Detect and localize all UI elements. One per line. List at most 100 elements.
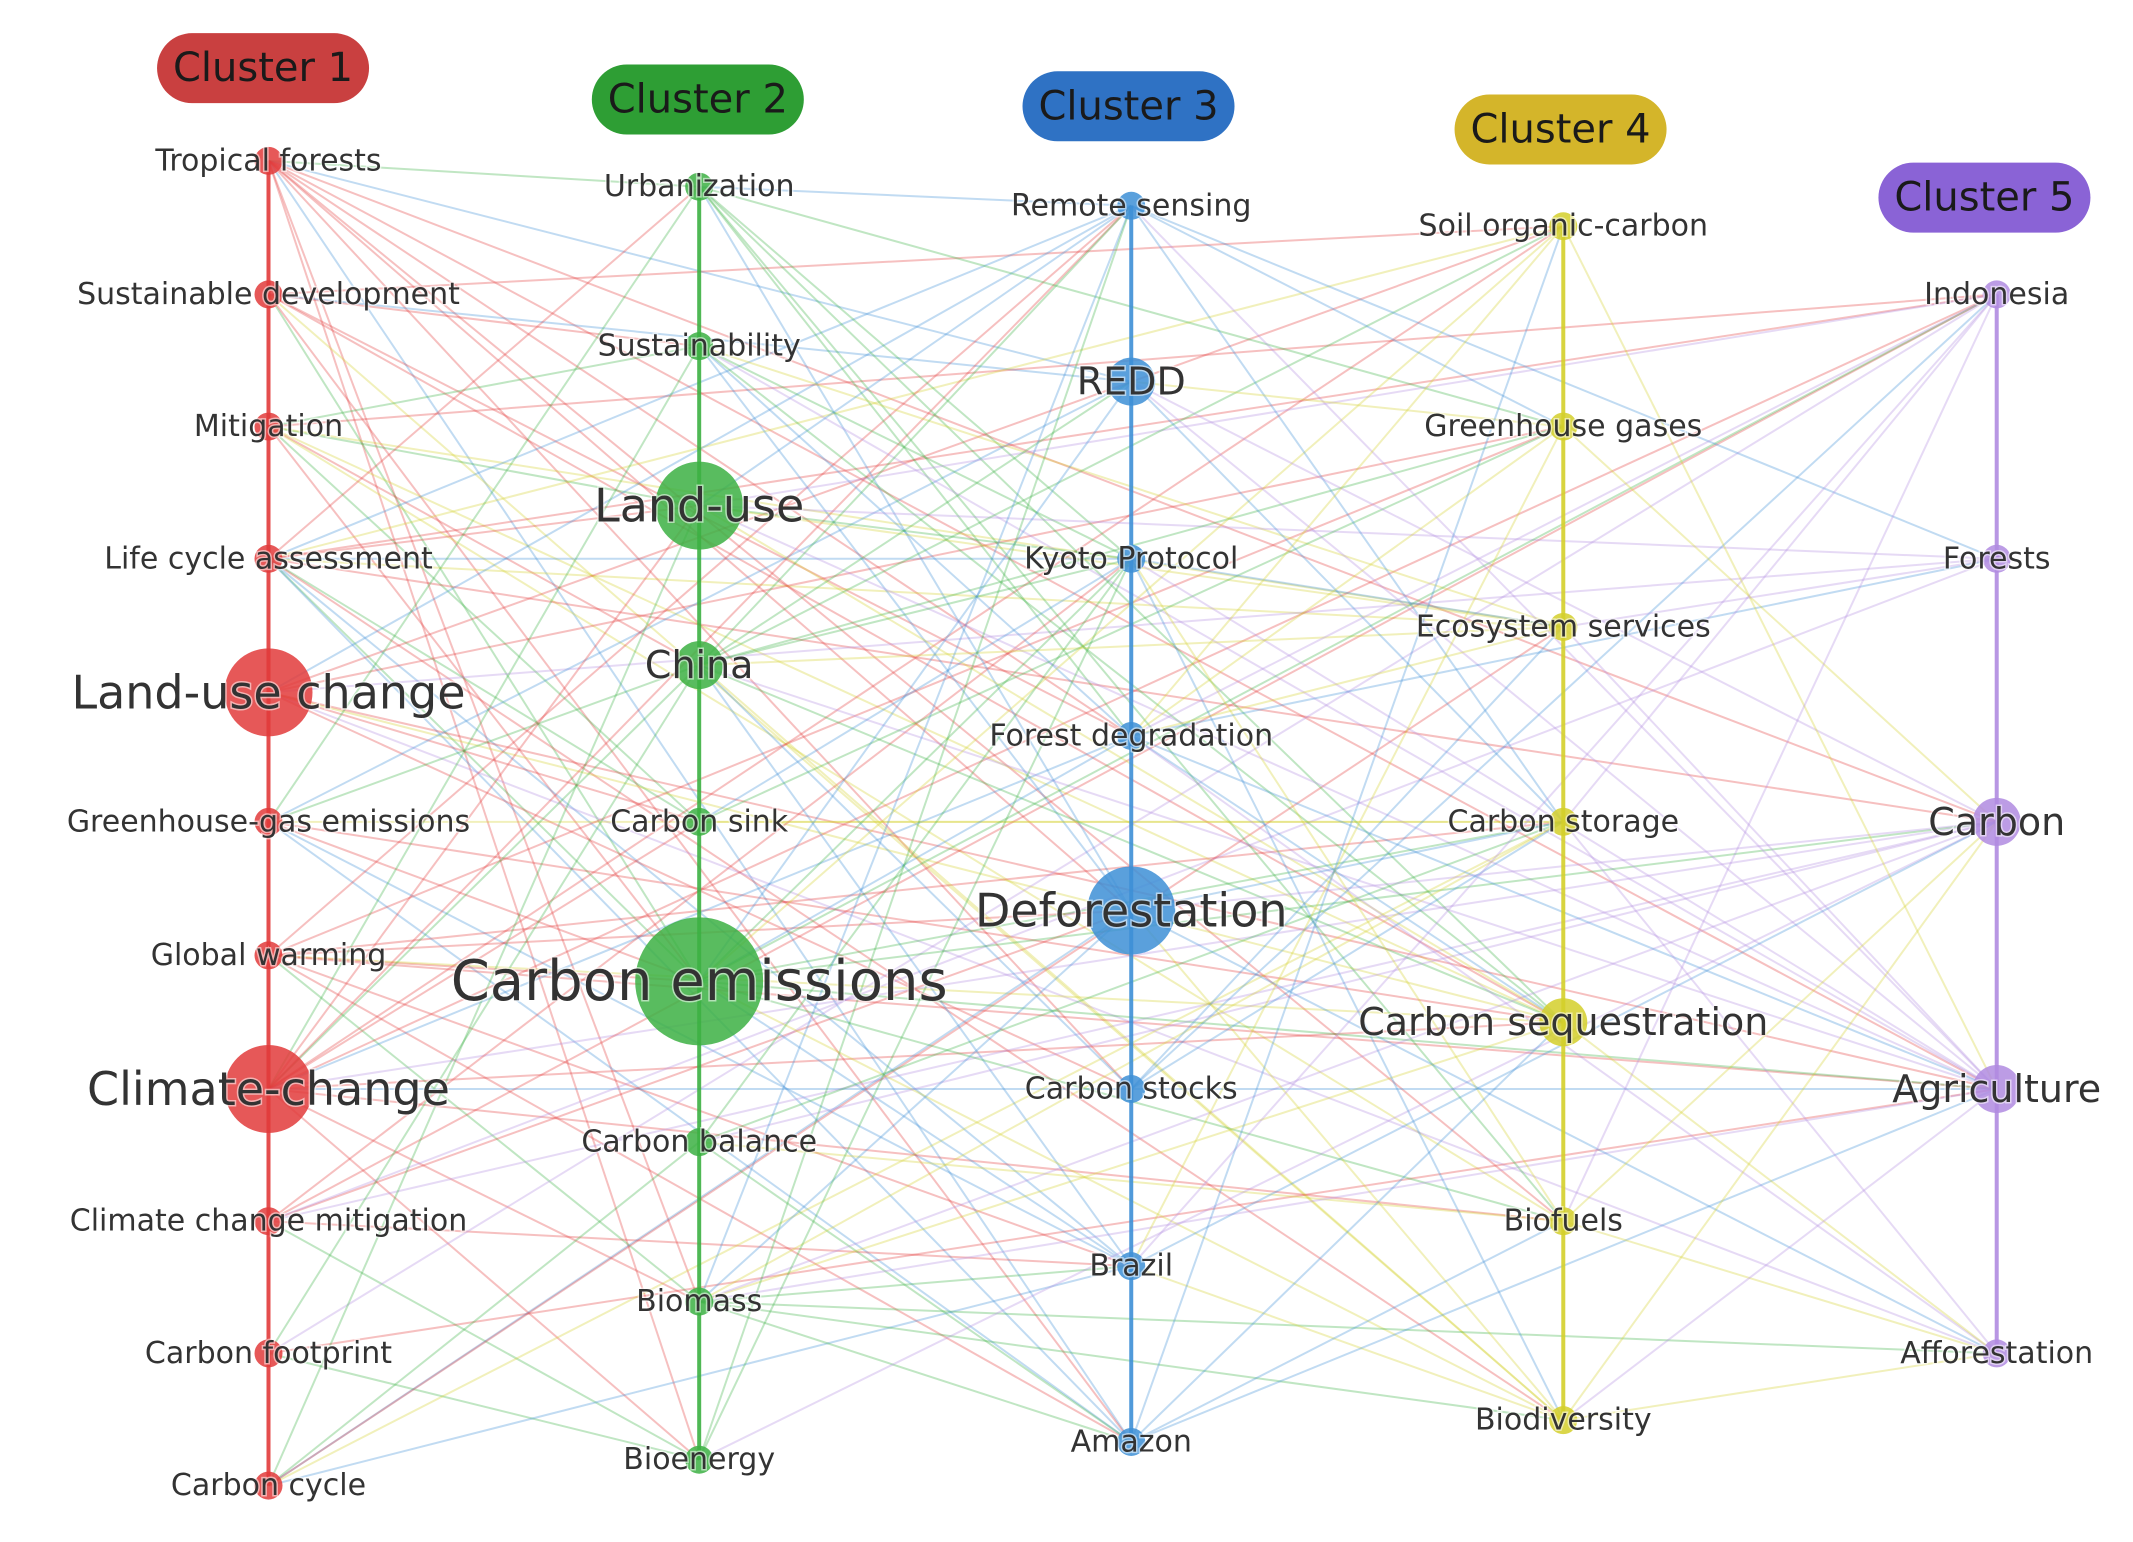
network-edge xyxy=(1562,821,1998,1421)
network-edge xyxy=(698,186,1133,737)
node-carbon-stocks xyxy=(1117,1074,1146,1103)
network-edge xyxy=(1130,425,1564,737)
network-edge xyxy=(699,980,1997,1090)
node-label-carbon-cycle: Carbon cycle xyxy=(171,1468,366,1503)
network-edge xyxy=(267,1088,700,1461)
network-edge xyxy=(698,558,1132,983)
node-forest-degradation xyxy=(1117,721,1146,750)
network-edge xyxy=(698,820,1997,1144)
node-amazon xyxy=(1117,1427,1146,1456)
cluster-3-pill xyxy=(1022,71,1235,142)
network-edge xyxy=(1130,225,1565,1443)
network-edge xyxy=(698,557,1132,823)
network-edge xyxy=(698,504,1998,1090)
network-edge xyxy=(267,626,1564,1487)
network-nodes xyxy=(224,146,2021,1500)
network-edge xyxy=(1130,225,1565,737)
network-edge xyxy=(1130,821,1564,1090)
cluster-1-pill xyxy=(157,33,370,104)
node-label-biofuels: Biofuels xyxy=(1504,1204,1623,1239)
network-edge xyxy=(698,664,1133,1267)
network-edge xyxy=(698,381,1133,982)
network-edge xyxy=(267,557,700,823)
node-sustainability xyxy=(685,332,714,361)
network-edge xyxy=(698,205,1132,666)
network-edge xyxy=(698,820,1998,1461)
node-label-carbon-storage: Carbon storage xyxy=(1448,804,1680,839)
network-edge xyxy=(698,980,1132,1268)
network-edge xyxy=(1562,293,1998,1222)
node-label-climate-change: Climate-change xyxy=(87,1062,450,1116)
network-edge xyxy=(1130,558,1565,1421)
network-edge xyxy=(698,345,1132,560)
network-edge xyxy=(268,159,700,188)
node-indonesia xyxy=(1982,280,2011,309)
network-edge xyxy=(268,225,1564,560)
network-edge xyxy=(267,160,701,1302)
node-biomass xyxy=(685,1287,714,1316)
network-edge xyxy=(267,505,701,1487)
node-label-mitigation: Mitigation xyxy=(194,409,343,444)
network-edge xyxy=(267,425,700,823)
node-label-indonesia: Indonesia xyxy=(1924,277,2069,312)
cluster-4-title: Cluster 4 xyxy=(1470,106,1650,152)
node-label-greenhouse-gas-emissions: Greenhouse-gas emissions xyxy=(67,804,470,839)
cluster-2-header: Cluster 2 xyxy=(591,64,804,135)
network-edge xyxy=(699,1265,1132,1303)
cluster-5-header: Cluster 5 xyxy=(1878,162,2091,233)
network-edge xyxy=(1562,1021,1998,1355)
network-edge xyxy=(698,1300,1132,1443)
network-edge xyxy=(267,186,701,823)
node-kyoto-protocol xyxy=(1117,544,1146,573)
network-edge xyxy=(267,293,701,982)
network-edge xyxy=(699,504,1132,560)
network-edge xyxy=(1130,625,1564,737)
cluster-1-header: Cluster 1 xyxy=(157,33,370,104)
node-carbon-sequestration xyxy=(1539,998,1588,1047)
network-edge xyxy=(268,293,700,348)
node-label-kyoto-protocol: Kyoto Protocol xyxy=(1024,541,1238,576)
network-edge xyxy=(698,380,1132,666)
node-label-remote-sensing: Remote sensing xyxy=(1011,188,1251,223)
node-agriculture xyxy=(1972,1064,2021,1113)
node-global-warming xyxy=(254,941,283,970)
node-label-land-use-change: Land-use change xyxy=(71,665,465,719)
network-edge xyxy=(268,820,1564,1487)
network-edge xyxy=(267,1141,700,1487)
network-edge xyxy=(268,425,1564,628)
network-edge xyxy=(268,293,1564,1024)
node-label-land-use: Land-use xyxy=(594,479,804,533)
network-edge xyxy=(698,185,1132,560)
network-edge xyxy=(268,425,1564,694)
node-label-deforestation: Deforestation xyxy=(975,883,1288,937)
node-mitigation xyxy=(254,412,283,441)
network-edge xyxy=(267,954,700,1303)
network-edge xyxy=(268,691,1564,1024)
node-afforestation xyxy=(1982,1339,2011,1368)
network-edge xyxy=(698,204,1132,507)
network-edge xyxy=(1130,205,1565,823)
network-edge xyxy=(698,909,1132,1303)
network-edge xyxy=(698,558,1133,1143)
network-edge xyxy=(698,205,1133,1461)
network-edge xyxy=(1562,1220,1997,1355)
node-deforestation xyxy=(1087,866,1176,955)
network-edge xyxy=(267,558,700,983)
node-remote-sensing xyxy=(1117,191,1146,220)
network-edge xyxy=(268,820,1564,1024)
node-label-redd: REDD xyxy=(1077,360,1186,404)
node-label-afforestation: Afforestation xyxy=(1900,1336,2093,1371)
cluster-3-title: Cluster 3 xyxy=(1038,83,1218,129)
network-edge xyxy=(698,345,1132,737)
node-label-carbon-sequestration: Carbon sequestration xyxy=(1358,1000,1768,1044)
network-edge xyxy=(268,425,700,507)
network-edge xyxy=(1130,204,1564,428)
network-edge xyxy=(1562,225,1998,1090)
network-edge xyxy=(267,185,700,560)
network-edge xyxy=(698,664,1132,1090)
node-carbon-sink xyxy=(685,807,714,836)
network-edge xyxy=(699,504,1997,560)
network-edge xyxy=(1130,1220,1564,1443)
